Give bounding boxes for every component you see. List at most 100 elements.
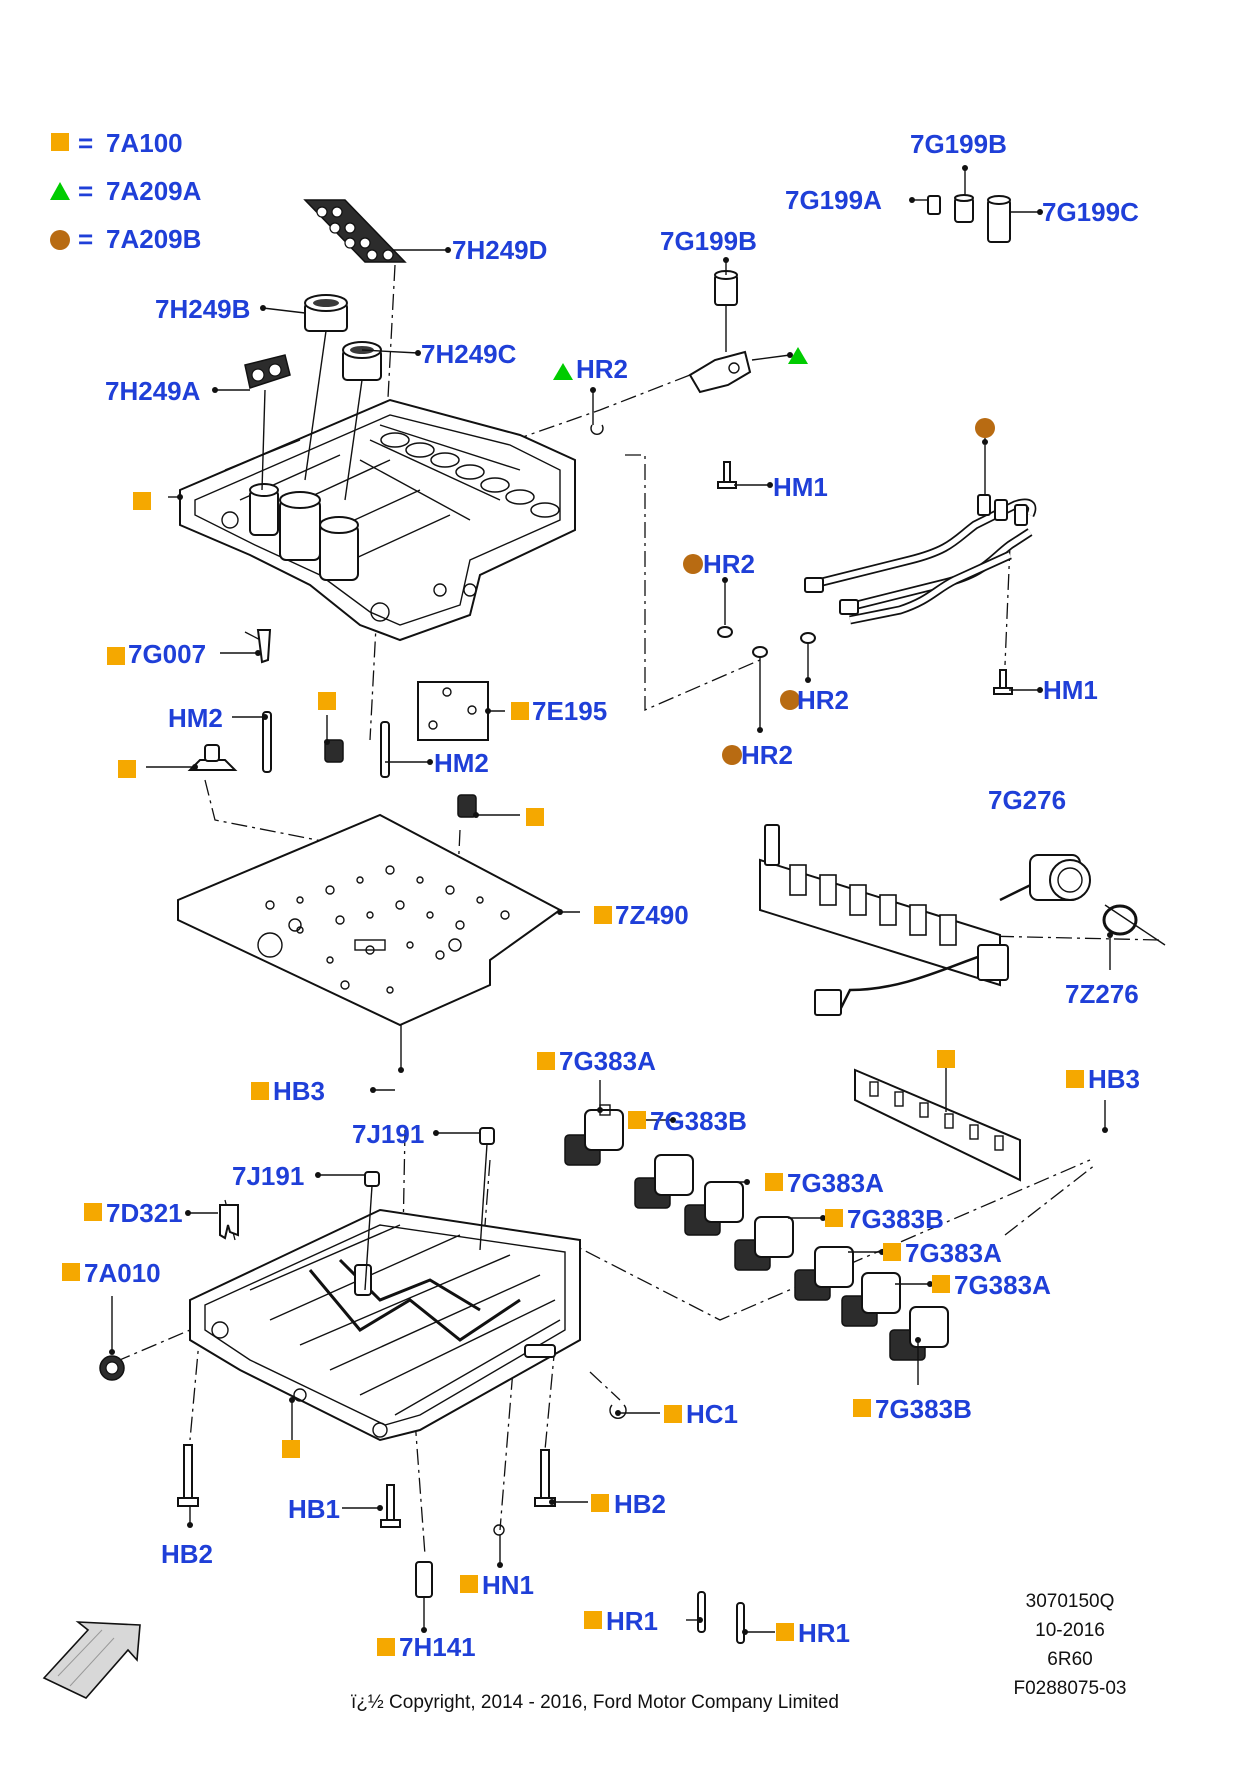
square-marker-hc1 xyxy=(664,1405,682,1423)
label-hr2-a: HR2 xyxy=(703,549,755,579)
square-marker-7g383b-1 xyxy=(628,1111,646,1129)
square-marker-hr1-b xyxy=(776,1623,794,1641)
meta-date: 10-2016 xyxy=(1035,1620,1105,1641)
oil-tube-assembly xyxy=(804,445,1037,625)
label-hm2-b: HM2 xyxy=(434,748,489,778)
label-hb3-b: HB3 xyxy=(1088,1064,1140,1094)
label-7j191-b: 7J191 xyxy=(232,1161,304,1191)
7z276-seal xyxy=(1102,904,1166,946)
solenoid-7g383a-1 xyxy=(564,1104,624,1166)
7h249d-seal-strip xyxy=(303,199,407,263)
7e195-plate xyxy=(417,681,489,741)
solenoid-7g383b-3 xyxy=(889,1306,949,1361)
solenoid-connector-strip xyxy=(854,1065,1021,1182)
solenoid-7g383a-2 xyxy=(684,1181,744,1236)
label-7g199a: 7G199A xyxy=(785,185,882,215)
square-marker-hb2 xyxy=(591,1494,609,1512)
label-hb2-a: HB2 xyxy=(161,1539,213,1569)
square-marker-plug-b xyxy=(526,808,544,826)
circle-marker-hr2-a xyxy=(683,554,703,574)
square-marker-filter xyxy=(118,760,136,778)
7g199b-connector-assembly xyxy=(688,270,752,394)
label-hm2-a: HM2 xyxy=(168,703,223,733)
label-7g383a-2: 7G383A xyxy=(787,1168,884,1198)
label-7z490: 7Z490 xyxy=(615,900,689,930)
square-marker-hr1-a xyxy=(584,1611,602,1629)
square-marker-7h141 xyxy=(377,1638,395,1656)
label-7g383a-3: 7G383A xyxy=(905,1238,1002,1268)
o-rings xyxy=(590,424,816,658)
label-7z276: 7Z276 xyxy=(1065,979,1139,1009)
circle-marker-hr2-b xyxy=(780,690,800,710)
label-7g276: 7G276 xyxy=(988,785,1066,815)
solenoid-7g383b-1 xyxy=(634,1154,694,1209)
label-hr1-b: HR1 xyxy=(798,1618,850,1648)
square-marker-7d321 xyxy=(84,1203,102,1221)
label-7g199b-mid: 7G199B xyxy=(660,226,757,256)
legend-code-7A209A: 7A209A xyxy=(106,176,202,206)
square-marker-7a010 xyxy=(62,1263,80,1281)
hm2-pins xyxy=(262,711,390,778)
label-7h249a: 7H249A xyxy=(105,376,201,406)
legend-circle-icon xyxy=(50,230,70,250)
square-marker-7g383a-3 xyxy=(883,1243,901,1261)
square-marker-lower-body xyxy=(282,1440,300,1458)
label-hc1: HC1 xyxy=(686,1399,738,1429)
leader-dots xyxy=(109,165,1113,1635)
solenoid-7g383a-4 xyxy=(841,1272,901,1327)
label-hr2-c: HR2 xyxy=(741,740,793,770)
label-7a010: 7A010 xyxy=(84,1258,161,1288)
triangle-marker-connector xyxy=(788,347,808,364)
square-marker-hn1 xyxy=(460,1575,478,1593)
square-marker-strip xyxy=(937,1050,955,1068)
label-7h249d: 7H249D xyxy=(452,235,547,265)
label-hm1-a: HM1 xyxy=(773,472,828,502)
label-7d321: 7D321 xyxy=(106,1198,183,1228)
legend-code-7A209B: 7A209B xyxy=(106,224,201,254)
circle-marker-hr2-c xyxy=(722,745,742,765)
label-7h141: 7H141 xyxy=(399,1632,476,1662)
label-hr1-a: HR1 xyxy=(606,1606,658,1636)
legend-code-7A100: 7A100 xyxy=(106,128,183,158)
bottom-bolts xyxy=(177,1404,627,1598)
7j191-caps xyxy=(364,1127,495,1291)
separator-plate-7z490 xyxy=(177,813,562,1027)
meta-figure-id: F0288075-03 xyxy=(1013,1678,1126,1699)
upper-valve-body xyxy=(179,398,576,642)
legend-eq-3: = xyxy=(78,224,93,254)
symbol-markers xyxy=(62,347,1084,1656)
label-hb3-a: HB3 xyxy=(273,1076,325,1106)
legend: = 7A100 = 7A209A = 7A209B xyxy=(50,128,202,254)
copyright-notice: ï¿½ Copyright, 2014 - 2016, Ford Motor C… xyxy=(351,1692,839,1713)
square-marker-7g383b-3 xyxy=(853,1399,871,1417)
solenoid-7g383b-2 xyxy=(734,1216,794,1271)
meta-drawing-number: 3070150Q xyxy=(1026,1591,1115,1612)
circle-marker-tube xyxy=(975,418,995,438)
label-7g199c: 7G199C xyxy=(1042,197,1139,227)
7h249a-seal xyxy=(244,354,291,491)
square-marker-7g383a-2 xyxy=(765,1173,783,1191)
square-marker-7g383a-1 xyxy=(537,1052,555,1070)
label-7g199b-top: 7G199B xyxy=(910,129,1007,159)
label-hb1: HB1 xyxy=(288,1494,340,1524)
part-labels: 7G199B 7G199A 7G199C 7G199B 7H249D 7H249… xyxy=(84,129,1140,1662)
square-marker-upper-body xyxy=(133,492,151,510)
solenoid-7g383a-3 xyxy=(794,1246,854,1301)
hr1-pins xyxy=(697,1591,745,1644)
square-marker-7g383b-2 xyxy=(825,1209,843,1227)
meta-model: 6R60 xyxy=(1047,1649,1092,1670)
label-7g383b-3: 7G383B xyxy=(875,1394,972,1424)
lower-valve-body xyxy=(189,1208,581,1442)
label-hm1-b: HM1 xyxy=(1043,675,1098,705)
legend-triangle-icon xyxy=(50,182,70,200)
separator-plugs xyxy=(187,739,477,818)
square-marker-hb3-a xyxy=(251,1082,269,1100)
label-7g383b-1: 7G383B xyxy=(650,1106,747,1136)
label-7g383b-2: 7G383B xyxy=(847,1204,944,1234)
square-marker-7z490 xyxy=(594,906,612,924)
label-7g007: 7G007 xyxy=(128,639,206,669)
legend-eq-1: = xyxy=(78,128,93,158)
square-marker-7g007 xyxy=(107,647,125,665)
square-marker-hb3-b xyxy=(1066,1070,1084,1088)
